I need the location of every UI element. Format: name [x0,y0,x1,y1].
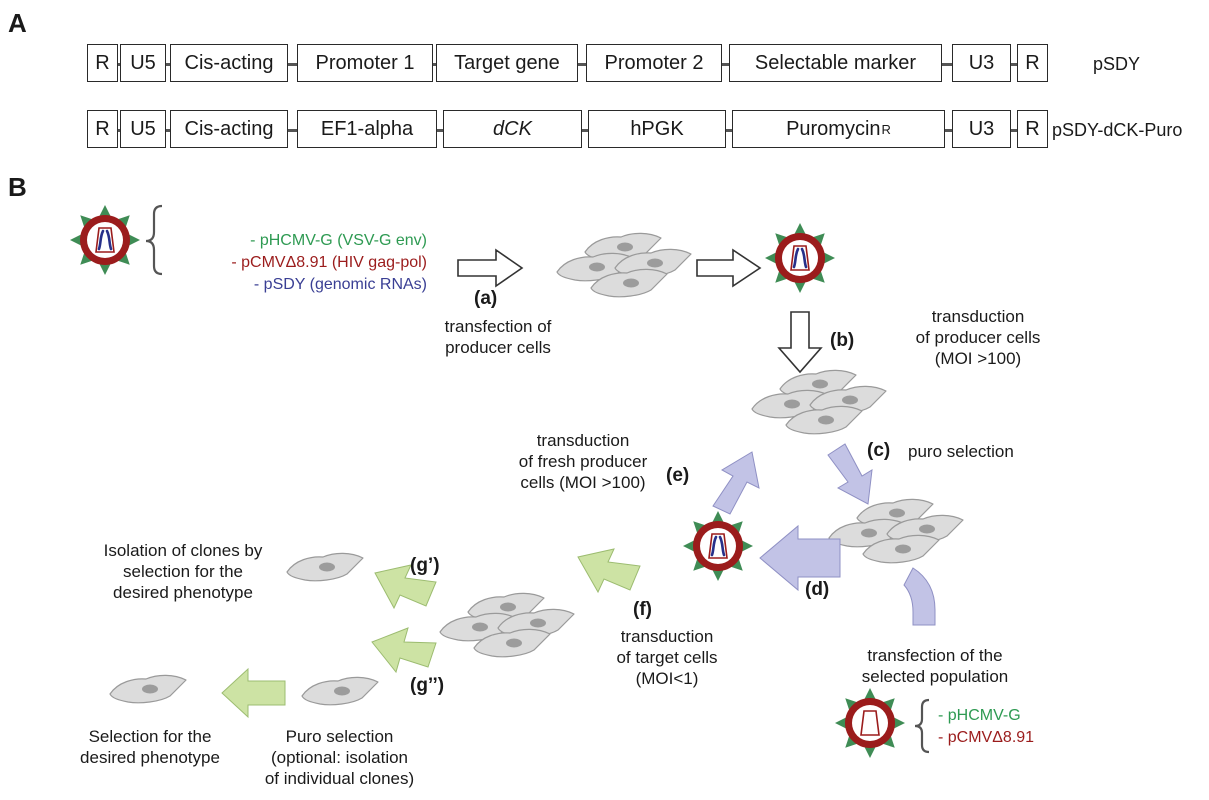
step-d-label: (d) [805,579,830,600]
arrow-left-icon [577,548,641,594]
arrow-left-icon [374,564,437,610]
u3-box: U3 [952,44,1011,82]
promoter-2-box: Promoter 2 [586,44,722,82]
step-g2-label: (g’’) [410,675,445,696]
arrow-down-icon [777,311,823,374]
curved-arrow [903,567,936,626]
step-f-label: (f) [633,599,652,620]
ltr-r-box: R [87,44,118,82]
arrow-up-icon [712,451,760,515]
step-a-label: (a) [474,288,498,309]
plasmid-gagpol: - pCMVΔ8.91 (HIV gag-pol) [231,254,427,271]
transduced-producer-cells-icon [752,370,886,433]
arrow-down-icon [827,443,873,505]
target-gene-box: Target gene [436,44,578,82]
u5-box: U5 [120,44,166,82]
arrow-left-icon [759,524,841,592]
virus-particle-icon [683,511,753,581]
step-c-label: (c) [867,440,891,461]
panel-b-letter: B [8,172,27,202]
arrow-right-icon [457,248,524,288]
ltr-r-box: R [1017,110,1048,148]
single-cell-icon [301,676,379,706]
ltr-r-box: R [1017,44,1048,82]
selectable-marker-box: Selectable marker [729,44,942,82]
step-b-label: (b) [830,330,855,351]
virus-particle-icon [70,205,140,275]
plasmid-psdy: - pSDY (genomic RNAs) [253,276,427,293]
resistance-superscript: R [881,121,891,137]
plasmid-gagpol: - pCMVΔ8.91 [938,729,1035,746]
single-cell-icon [286,552,364,582]
arrow-left-icon [221,667,286,719]
arrow-left-icon [371,627,437,674]
target-cells-icon [440,593,574,656]
puromycin-label: Puromycin [786,117,881,140]
plasmid-list: - pHCMV-G - pCMVΔ8.91 [938,705,1034,749]
cis-acting-box: Cis-acting [170,44,288,82]
hpgk-box: hPGK [588,110,726,148]
selected-cells-icon [829,499,963,562]
plasmid-vsvg: - pHCMV-G [938,707,1021,724]
brace-icon [914,698,930,754]
plasmid-list: - pHCMV-G (VSV-G env) - pCMVΔ8.91 (HIV g… [231,230,427,296]
virus-particle-icon [765,223,835,293]
producer-cells-icon [557,233,691,296]
u3-box: U3 [952,110,1011,148]
step-c-description: puro selection [908,442,1014,461]
u5-box: U5 [120,110,166,148]
arrow-right-icon [696,248,762,288]
single-cell-icon [109,674,187,704]
promoter-1-box: Promoter 1 [297,44,433,82]
dck-box: dCK [443,110,582,148]
construct-name: pSDY [1093,54,1141,74]
ltr-r-box: R [87,110,118,148]
ef1-alpha-box: EF1-alpha [297,110,437,148]
brace-icon [145,204,163,276]
cis-acting-box: Cis-acting [170,110,288,148]
step-g1-label: (g’) [410,555,440,576]
step-e-label: (e) [666,465,690,486]
plasmid-vsvg: - pHCMV-G (VSV-G env) [250,232,427,249]
empty-virus-particle-icon [834,687,906,759]
construct-name: pSDY-dCK-Puro [1052,120,1183,140]
panel-a-letter: A [8,8,27,38]
